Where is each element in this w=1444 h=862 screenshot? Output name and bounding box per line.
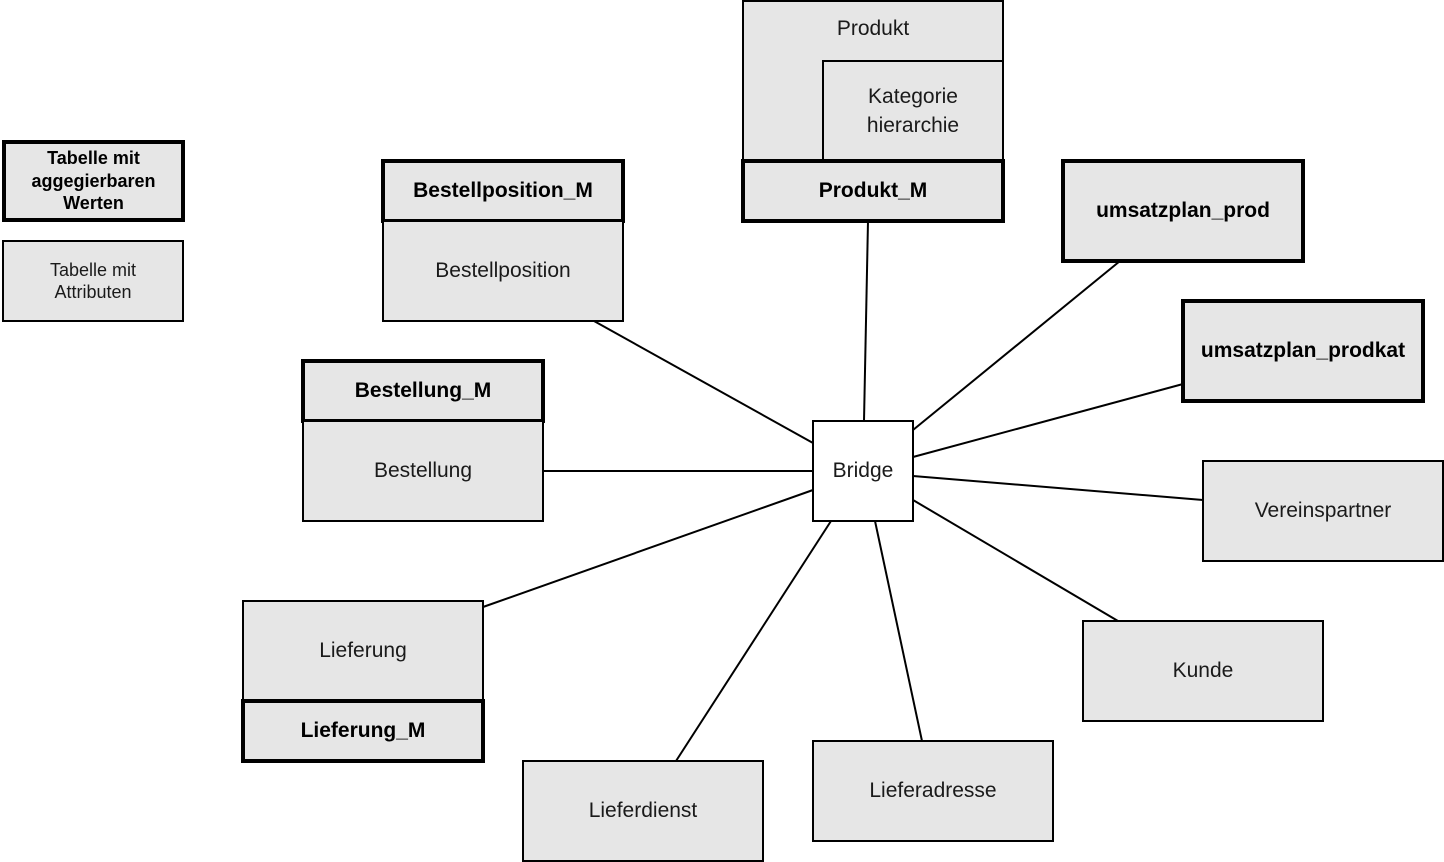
legend-aggregatable-table: Tabelle mit aggegierbaren Werten [2, 140, 185, 222]
node-vereinspartner: Vereinspartner [1202, 460, 1444, 562]
node-bestellposition-m: Bestellposition_M [381, 159, 625, 223]
node-bridge: Bridge [812, 420, 914, 522]
edge-bridge-lieferdienst [675, 520, 832, 762]
edge-bridge-umsatzplan-prodkat [912, 383, 1184, 458]
node-bestellung: Bestellung [302, 420, 544, 522]
edge-bridge-produkt [863, 220, 869, 422]
node-bestellung-m: Bestellung_M [301, 359, 545, 423]
node-kunde: Kunde [1082, 620, 1324, 722]
legend-attribute-table: Tabelle mit Attributen [2, 240, 184, 322]
edge-bridge-kunde [912, 499, 1119, 622]
node-bestellposition: Bestellposition [382, 220, 624, 322]
node-produkt-m: Produkt_M [741, 159, 1005, 223]
node-lieferung-m: Lieferung_M [241, 699, 485, 763]
node-kategoriehierarchie: Kategorie hierarchie [822, 60, 1004, 162]
node-lieferdienst: Lieferdienst [522, 760, 764, 862]
node-umsatzplan-prod: umsatzplan_prod [1061, 159, 1305, 263]
edge-bridge-vereinspartner [912, 475, 1204, 501]
node-lieferadresse: Lieferadresse [812, 740, 1054, 842]
edge-bridge-lieferadresse [874, 520, 923, 742]
edge-bridge-lieferung [482, 489, 814, 608]
node-lieferung: Lieferung [242, 600, 484, 702]
edge-bridge-umsatzplan-prod [912, 260, 1121, 431]
edge-bridge-bestellposition [593, 320, 814, 444]
node-umsatzplan-prodkat: umsatzplan_prodkat [1181, 299, 1425, 403]
